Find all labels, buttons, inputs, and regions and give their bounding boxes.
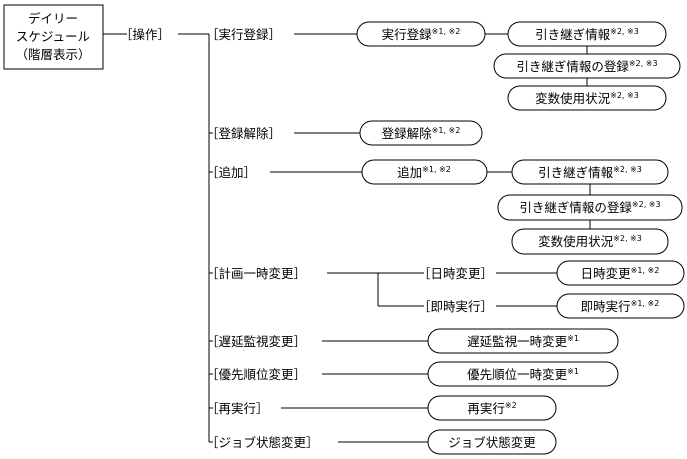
svg-text:日時変更※1, ※2: 日時変更※1, ※2 [581, 266, 660, 281]
svg-text:引き継ぎ情報※2, ※3: 引き継ぎ情報※2, ※3 [535, 27, 639, 42]
root-title-line3: （階層表示） [15, 47, 90, 62]
svg-text:追加※1, ※2: 追加※1, ※2 [397, 165, 451, 180]
menu-temp-change[interactable]: ［計画一時変更］ [206, 266, 306, 281]
dialog-datetime-change: 日時変更※1, ※2 [556, 260, 685, 286]
svg-text:再実行※2: 再実行※2 [467, 401, 516, 416]
dialog-carryover-register-1: 引き継ぎ情報の登録※2, ※3 [493, 53, 681, 79]
dialog-boxes: 実行登録※1, ※2 引き継ぎ情報※2, ※3 引き継ぎ情報の登録※2, ※3 … [356, 21, 685, 455]
svg-text:実行登録※1, ※2: 実行登録※1, ※2 [382, 27, 461, 42]
command-menu-items: ［実行登録］ ［登録解除］ ［追加］ ［計画一時変更］ ［遅延監視変更］ ［優先… [206, 27, 493, 450]
svg-text:登録解除※1, ※2: 登録解除※1, ※2 [382, 126, 461, 141]
svg-text:ジョブ状態変更: ジョブ状態変更 [448, 435, 536, 450]
root-title-line1: デイリー [28, 11, 78, 26]
dialog-job-status: ジョブ状態変更 [427, 429, 557, 455]
svg-text:変数使用状況※2, ※3: 変数使用状況※2, ※3 [538, 234, 642, 249]
dialog-delay-monitor: 遅延監視一時変更※1 [427, 328, 619, 354]
connector-lines [103, 33, 591, 443]
menu-exec-register[interactable]: ［実行登録］ [206, 27, 281, 42]
svg-text:優先順位一時変更※1: 優先順位一時変更※1 [467, 367, 579, 382]
dialog-immediate-exec: 即時実行※1, ※2 [556, 293, 685, 319]
dialog-carryover-info-2: 引き継ぎ情報※2, ※3 [511, 159, 669, 185]
submenu-datetime-change[interactable]: ［日時変更］ [418, 266, 493, 281]
root-title-line2: スケジュール [16, 29, 90, 44]
menu-operation[interactable]: ［操作］ [120, 27, 170, 42]
menu-job-status[interactable]: ［ジョブ状態変更］ [206, 435, 319, 450]
menu-delay-monitor[interactable]: ［遅延監視変更］ [206, 334, 306, 349]
dialog-exec-register: 実行登録※1, ※2 [356, 21, 486, 47]
dialog-priority: 優先順位一時変更※1 [427, 361, 619, 387]
dialog-carryover-register-2: 引き継ぎ情報の登録※2, ※3 [497, 194, 683, 221]
menu-unregister[interactable]: ［登録解除］ [206, 126, 281, 141]
root-box: デイリー スケジュール （階層表示） [3, 4, 104, 70]
menu-priority[interactable]: ［優先順位変更］ [206, 367, 306, 382]
svg-text:遅延監視一時変更※1: 遅延監視一時変更※1 [467, 334, 579, 349]
dialog-variable-usage-1: 変数使用状況※2, ※3 [507, 85, 667, 111]
svg-text:引き継ぎ情報の登録※2, ※3: 引き継ぎ情報の登録※2, ※3 [516, 59, 657, 74]
menu-rerun[interactable]: ［再実行］ [206, 401, 269, 416]
dialog-carryover-info-1: 引き継ぎ情報※2, ※3 [507, 21, 667, 47]
dialog-variable-usage-2: 変数使用状況※2, ※3 [511, 228, 669, 255]
submenu-immediate-exec[interactable]: ［即時実行］ [418, 299, 493, 314]
dialog-add: 追加※1, ※2 [361, 159, 488, 185]
svg-text:即時実行※1, ※2: 即時実行※1, ※2 [581, 299, 660, 314]
dialog-rerun: 再実行※2 [427, 395, 557, 421]
svg-text:引き継ぎ情報の登録※2, ※3: 引き継ぎ情報の登録※2, ※3 [519, 200, 660, 215]
menu-add[interactable]: ［追加］ [206, 165, 256, 180]
svg-text:引き継ぎ情報※2, ※3: 引き継ぎ情報※2, ※3 [538, 165, 642, 180]
dialog-unregister: 登録解除※1, ※2 [359, 120, 483, 146]
svg-text:変数使用状況※2, ※3: 変数使用状況※2, ※3 [535, 91, 639, 106]
